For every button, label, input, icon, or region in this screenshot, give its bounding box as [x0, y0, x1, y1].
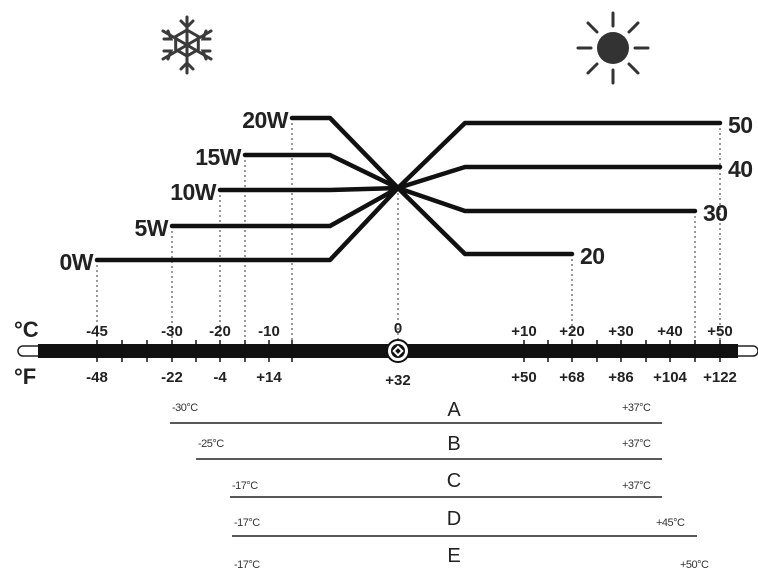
grade-line-5w [169, 185, 401, 229]
grade-line-40 [395, 164, 723, 191]
range-row-b: -25°C B +37°C [196, 433, 662, 460]
range-max: +37°C [622, 480, 651, 492]
range-min: -17°C [232, 480, 258, 492]
range-max: +37°C [622, 438, 651, 450]
range-min: -17°C [234, 517, 260, 529]
snowflake-icon [161, 15, 213, 75]
range-row-c: -17°C C +37°C [230, 470, 662, 498]
grade-label-40: 40 [728, 156, 753, 182]
celsius-tick: +10 [511, 323, 536, 340]
grade-label-50: 50 [728, 112, 753, 138]
range-letter: B [447, 433, 460, 455]
range-row-e: -17°C E +50°C [234, 545, 710, 571]
range-min: -30°C [172, 402, 198, 414]
grade-label-0w: 0W [60, 249, 94, 275]
grade-label-15w: 15W [195, 144, 242, 170]
celsius-tick: +40 [657, 323, 682, 340]
range-min: -25°C [198, 438, 224, 450]
summer-grade-labels: 20 30 40 50 [580, 112, 753, 269]
celsius-tick: -10 [258, 323, 280, 340]
celsius-tick: +30 [608, 323, 633, 340]
range-min: -17°C [234, 559, 260, 571]
fahrenheit-tick: +104 [653, 369, 687, 386]
grade-line-20 [395, 185, 575, 257]
range-letter: D [447, 508, 461, 530]
grade-line-15w [242, 152, 401, 191]
fahrenheit-tick: +32 [385, 372, 410, 389]
fahrenheit-tick: -48 [86, 369, 108, 386]
fahrenheit-tick: +86 [608, 369, 633, 386]
celsius-unit-label: °C [14, 317, 39, 342]
celsius-tick: +20 [559, 323, 584, 340]
celsius-tick: -30 [161, 323, 183, 340]
celsius-tick: 0 [394, 320, 402, 337]
grade-label-20: 20 [580, 243, 605, 269]
range-row-d: -17°C D +45°C [232, 508, 697, 537]
range-max: +37°C [622, 402, 651, 414]
fahrenheit-ticks: -48 -22 -4 +14 +32 +50 +68 +86 +104 +122 [86, 369, 737, 389]
grade-line-10w [217, 185, 401, 193]
fahrenheit-tick: +14 [256, 369, 282, 386]
sun-icon [576, 11, 650, 85]
range-letter: C [447, 470, 461, 492]
celsius-tick: +50 [707, 323, 732, 340]
zero-point-marker [386, 339, 410, 363]
range-max: +50°C [680, 559, 709, 571]
range-letter: A [447, 399, 461, 421]
range-letter: E [447, 545, 460, 567]
fahrenheit-tick: +122 [703, 369, 737, 386]
winter-grade-labels: 0W 5W 10W 15W 20W [60, 107, 290, 275]
grade-line-30 [395, 185, 698, 214]
fahrenheit-tick: -22 [161, 369, 183, 386]
guide-lines [96, 118, 721, 348]
grade-label-10w: 10W [170, 179, 217, 205]
grade-line-20w [289, 115, 401, 191]
winter-grade-lines [94, 115, 401, 263]
celsius-tick: -45 [86, 323, 108, 340]
celsius-ticks: -45 -30 -20 -10 0 +10 +20 +30 +40 +50 [86, 320, 733, 340]
grade-line-50 [395, 120, 723, 191]
fahrenheit-tick: -4 [213, 369, 227, 386]
fahrenheit-unit-label: °F [14, 364, 36, 389]
fahrenheit-tick: +50 [511, 369, 536, 386]
summer-grade-lines [395, 120, 723, 257]
range-row-a: -30°C A +37°C [170, 399, 662, 424]
grade-line-0w [94, 185, 401, 263]
grade-label-20w: 20W [242, 107, 289, 133]
grade-label-5w: 5W [135, 215, 169, 241]
thermometer-bar [17, 339, 758, 363]
grade-label-30: 30 [703, 200, 728, 226]
range-max: +45°C [656, 517, 685, 529]
celsius-tick: -20 [209, 323, 231, 340]
fahrenheit-tick: +68 [559, 369, 584, 386]
